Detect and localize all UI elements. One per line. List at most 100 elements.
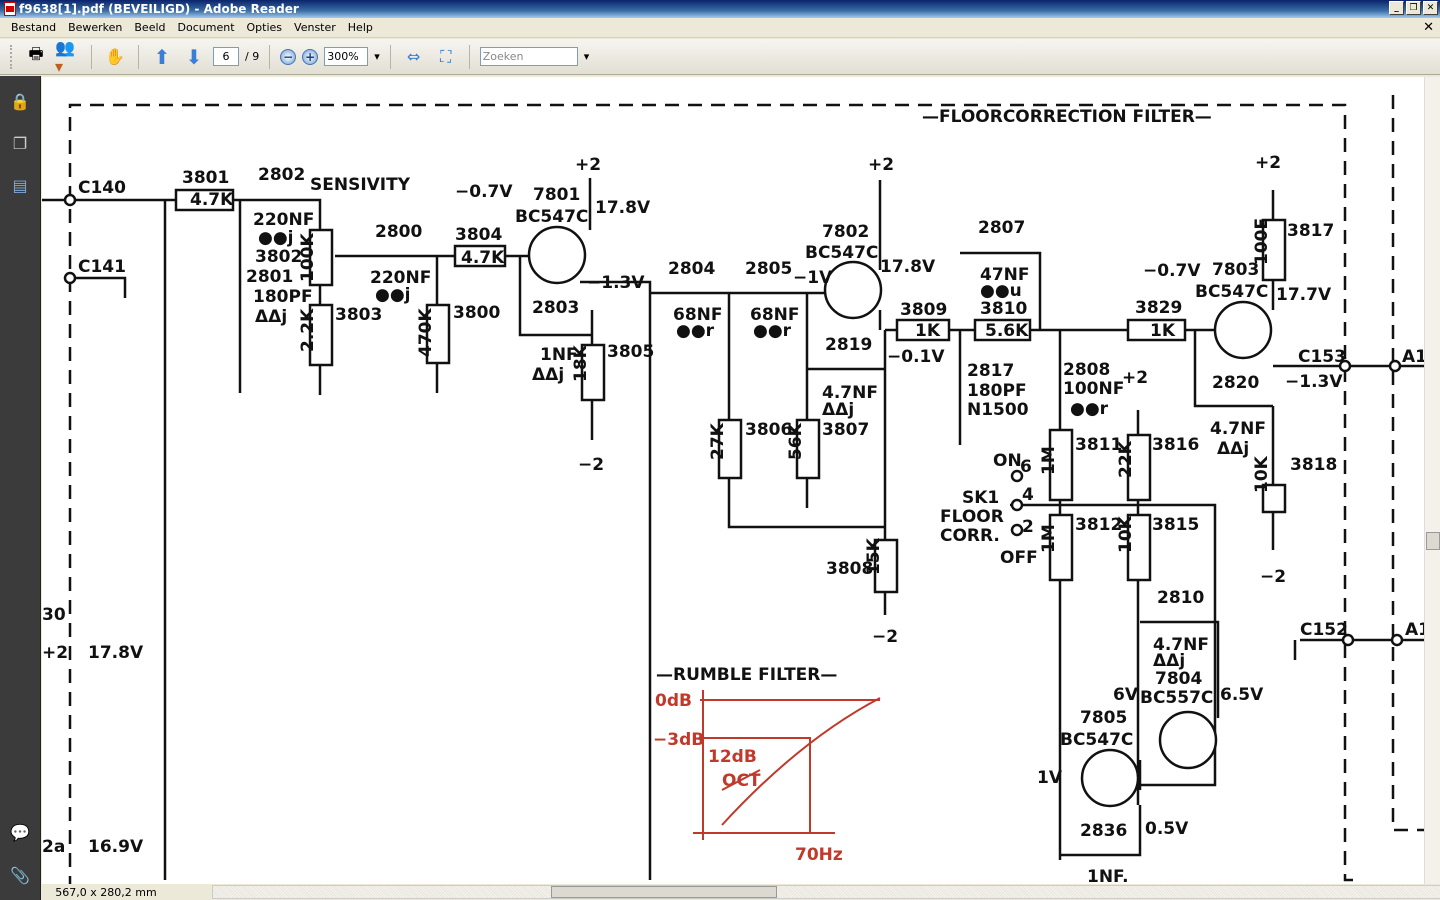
menu-beeld[interactable]: Beeld <box>134 21 166 34</box>
schematic-label: 2802 <box>258 165 305 185</box>
resistor <box>1261 218 1287 282</box>
resistor <box>580 343 606 402</box>
schematic-label: 3818 <box>1290 455 1337 475</box>
horizontal-scroll-thumb[interactable] <box>551 886 777 898</box>
menu-document[interactable]: Document <box>177 21 235 34</box>
minimize-button[interactable]: _ <box>1389 1 1404 15</box>
close-document-button[interactable]: ✕ <box>1423 20 1434 35</box>
resistor <box>308 303 334 367</box>
terminal <box>1338 359 1352 373</box>
terminal <box>1390 633 1404 647</box>
schematic-label: 2817 <box>967 361 1014 381</box>
zoom-in-icon[interactable]: + <box>302 48 319 65</box>
attachments-paperclip-icon[interactable]: 📎 <box>10 865 30 885</box>
menu-bestand[interactable]: Bestand <box>11 21 57 34</box>
schematic-label: ●●j <box>258 228 294 248</box>
schematic-label: OFF <box>1000 548 1038 568</box>
bookmarks-icon[interactable]: ▤ <box>12 175 28 195</box>
status-bar: 567,0 x 280,2 mm <box>42 884 1440 900</box>
horizontal-scrollbar[interactable] <box>212 885 1440 899</box>
schematic-label: 4.7NF <box>822 383 878 403</box>
schematic-label: ΔΔj <box>255 307 287 327</box>
fit-page-icon[interactable]: ⛶ <box>440 46 452 66</box>
collaborate-icon[interactable]: 👥▾ <box>55 37 75 76</box>
zoom-level-select[interactable]: 300% <box>324 47 369 66</box>
schematic-label: 3802 <box>255 247 302 267</box>
resistor <box>895 318 951 342</box>
schematic-label: 2836 <box>1080 821 1127 841</box>
schematic-wire <box>42 178 1424 880</box>
schematic-label: +2 <box>1122 368 1148 388</box>
rumble-filter-label: −3dB <box>653 730 704 750</box>
schematic-label: 1NF. <box>1087 867 1129 884</box>
fit-width-icon[interactable]: ⇔ <box>407 47 421 66</box>
schematic-label: 100E <box>1252 218 1272 265</box>
schematic-label: 47NF <box>980 265 1030 285</box>
menu-bewerken[interactable]: Bewerken <box>68 21 123 34</box>
schematic-label: 3809 <box>900 300 947 320</box>
schematic-label: −0.1V <box>887 347 945 367</box>
schematic-label: 2804 <box>668 259 715 279</box>
comments-icon[interactable]: 💬 <box>10 822 30 842</box>
schematic-label: ●●u <box>980 281 1022 301</box>
pages-icon[interactable]: ❐ <box>12 133 28 153</box>
schematic-label: 4 <box>1022 485 1034 505</box>
pdf-app-icon <box>4 2 16 16</box>
schematic-label: BC547C <box>1060 730 1133 750</box>
schematic-label: 180PF <box>253 287 313 307</box>
toolbar-grip[interactable] <box>10 44 13 69</box>
schematic-label: −2 <box>872 627 898 647</box>
schematic-label: 68NF <box>673 305 723 325</box>
schematic-label: 3812 <box>1075 515 1122 535</box>
previous-page-icon[interactable]: ⬆ <box>153 44 171 69</box>
schematic-label: 0.5V <box>1145 819 1189 839</box>
print-icon[interactable]: 🖶 <box>28 44 44 63</box>
schematic-label: 3804 <box>455 225 502 245</box>
schematic-label: 3808 <box>826 559 873 579</box>
schematic-label: 10K <box>1116 515 1136 553</box>
navigation-sidebar: 🔒 ❐ ▤ 💬 📎 <box>0 76 41 900</box>
schematic-label: 2.2K <box>298 308 318 352</box>
terminal <box>1010 469 1024 483</box>
schematic-label: ON <box>993 451 1022 471</box>
search-input[interactable]: Zoeken <box>479 47 578 66</box>
menu-venster[interactable]: Venster <box>294 21 336 34</box>
close-button[interactable]: ✕ <box>1423 1 1438 15</box>
chevron-down-icon[interactable]: ▾ <box>374 50 380 63</box>
resistor <box>1261 483 1287 514</box>
terminal <box>1010 498 1024 512</box>
vertical-scrollbar[interactable] <box>1424 77 1440 884</box>
next-page-icon[interactable]: ⬇ <box>185 44 203 69</box>
resistor <box>425 303 451 365</box>
resistor <box>1126 513 1152 582</box>
chevron-down-icon[interactable]: ▾ <box>583 50 590 63</box>
schematic-label: 68NF <box>750 305 800 325</box>
restore-button[interactable]: ❐ <box>1406 1 1421 15</box>
rumble-filter-label: 70Hz <box>795 845 843 865</box>
terminal <box>63 271 77 285</box>
schematic-title: —FLOORCORRECTION FILTER— <box>922 107 1212 127</box>
dashed-border-frame-right <box>1391 95 1424 832</box>
vertical-scroll-thumb[interactable] <box>1426 532 1440 550</box>
transistor <box>527 225 587 285</box>
menu-help[interactable]: Help <box>347 21 373 34</box>
schematic-label: 16.9V <box>88 837 144 857</box>
schematic-label: 1NF <box>540 345 578 365</box>
schematic-label: N1500 <box>967 400 1029 420</box>
zoom-out-icon[interactable]: − <box>280 48 297 65</box>
resistor <box>717 418 743 480</box>
schematic-label: SK1 <box>962 488 999 508</box>
window-title: f9638[1].pdf (BEVEILIGD) - Adobe Reader <box>19 2 299 16</box>
schematic-label: 7804 <box>1155 669 1202 689</box>
schematic-label: 3810 <box>980 299 1027 319</box>
hand-tool-icon[interactable]: ✋ <box>105 47 125 66</box>
schematic-label: +2 <box>868 155 894 175</box>
page-number-input[interactable] <box>213 47 239 66</box>
schematic-label: 2a <box>42 837 65 857</box>
schematic-label: 5.6K <box>985 321 1029 341</box>
schematic-label: 22K <box>1116 440 1136 478</box>
schematic-label: 100K <box>298 233 318 282</box>
lock-icon[interactable]: 🔒 <box>10 91 30 111</box>
menu-opties[interactable]: Opties <box>246 21 283 34</box>
